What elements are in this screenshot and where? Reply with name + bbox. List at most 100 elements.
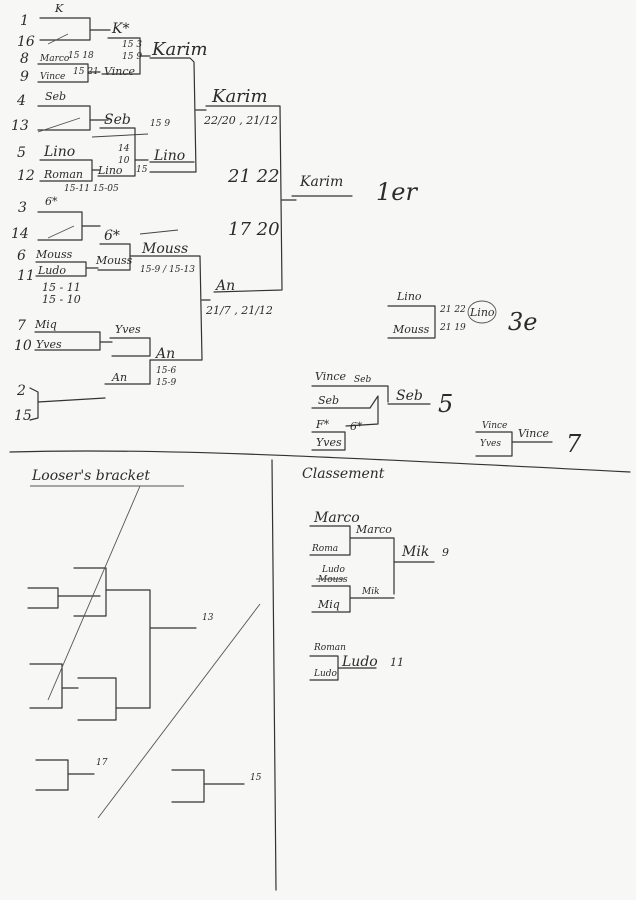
score: 15-6 <box>156 366 176 376</box>
score: 15 <box>136 165 148 175</box>
player-name: Seb <box>45 90 66 103</box>
score: 15 3 <box>122 40 142 50</box>
seed-label: 8 <box>20 51 29 67</box>
bracket-connector <box>134 159 195 163</box>
player-name: An <box>214 278 235 294</box>
player-name: Lino <box>153 148 185 164</box>
match-bracket <box>311 585 351 613</box>
score: 14 <box>118 144 130 154</box>
score: 15-9 <box>156 378 176 388</box>
match-bracket <box>205 105 283 293</box>
winner-name: Lino <box>469 306 495 319</box>
score: 22/20 , 21/12 <box>203 114 278 127</box>
winner-name: Mik <box>401 544 429 560</box>
match-bracket <box>475 431 513 457</box>
match-bracket <box>35 759 69 791</box>
bracket-connector <box>37 397 106 403</box>
seed-label: 7 <box>17 318 26 334</box>
player-name: Vince <box>104 65 136 78</box>
player-name: An <box>111 371 127 384</box>
player-name: Mouss <box>317 575 348 585</box>
match-bracket <box>387 305 436 339</box>
player-name: K <box>54 2 64 15</box>
match-bracket <box>39 17 91 41</box>
score: 21/7 , 21/12 <box>205 304 273 317</box>
horizontal-divider <box>9 450 631 473</box>
player-name: Vince <box>482 421 507 431</box>
score: 21 19 <box>439 323 466 333</box>
bracket-label: 13 <box>202 613 214 623</box>
player-name: Yves <box>36 338 62 351</box>
cross-out-stroke <box>97 603 261 819</box>
bracket-label: 17 <box>96 758 108 768</box>
player-name: F* <box>315 418 330 431</box>
player-name: Miq <box>34 318 57 331</box>
bye-slash <box>47 225 75 239</box>
player-name: Yves <box>115 323 141 336</box>
match-bracket <box>129 255 203 361</box>
match-bracket <box>309 525 351 556</box>
player-name: Karim <box>151 39 208 60</box>
player-name: Mouss <box>95 254 133 267</box>
seed-label: 6 <box>17 248 26 264</box>
score: 15 9 <box>122 52 142 62</box>
score: 21 22 <box>227 166 280 187</box>
score: 15 - 11 <box>42 281 81 294</box>
winner-name: Ludo <box>341 654 378 670</box>
seventh-place-match: Vince Yves Vince 7 <box>475 421 582 458</box>
score: 15-9 / 15-13 <box>140 265 195 275</box>
seed-label: 1 <box>20 13 29 29</box>
bracket-connector <box>349 537 395 595</box>
seed-label: 5 <box>17 145 26 161</box>
match-bracket <box>29 387 39 421</box>
player-name: Roman <box>43 168 83 181</box>
player-name: Miq <box>317 598 340 611</box>
match-bracket <box>171 769 205 803</box>
placement-label: 1er <box>376 178 418 206</box>
winner-name: Vince <box>518 427 550 440</box>
circled-winner <box>467 300 497 324</box>
section-title: Looser's bracket <box>31 468 150 484</box>
player-name: 6* <box>350 420 363 433</box>
strikethrough <box>91 133 149 138</box>
match-bracket <box>97 127 136 177</box>
player-name: Ludo <box>321 565 346 575</box>
match-bracket <box>37 211 83 241</box>
score: 15-11 15-05 <box>64 184 119 194</box>
player-name: 6* <box>45 195 58 208</box>
placement-label: 3e <box>508 308 537 336</box>
strikethrough <box>139 229 179 235</box>
semi-finals: Karim 22/20 , 21/12 21 22 17 20 An 21/7 … <box>203 86 297 317</box>
score: 15 18 <box>68 51 94 61</box>
score-scribble: 15 9 <box>150 119 170 129</box>
player-name: Ludo <box>37 264 66 277</box>
winner-name: Mik <box>361 587 380 597</box>
score: 21 22 <box>439 305 466 315</box>
cross-out-stroke <box>47 485 141 701</box>
placement-label: 9 <box>442 546 449 559</box>
seed-label: 4 <box>16 93 26 109</box>
player-name: Vince <box>40 72 65 82</box>
round-1: K Marco 15 18 Vince 15 21 Seb Lino Roman… <box>29 2 119 421</box>
match-bracket <box>311 395 379 427</box>
fifth-place-match: Vince Seb Seb 6* F* Yves Seb 5 <box>311 370 453 451</box>
player-name: Lino <box>97 164 123 177</box>
seed-label: 12 <box>17 168 35 184</box>
player-name: Seb <box>104 112 131 128</box>
bye-slash <box>37 117 81 133</box>
match-bracket <box>311 385 389 403</box>
match-bracket <box>109 337 151 357</box>
match-bracket <box>61 677 117 721</box>
match-bracket <box>311 431 346 451</box>
match-bracket <box>104 359 151 385</box>
classement-section: Classement Marco Roma Marco Ludo Mouss M… <box>302 466 449 681</box>
winner-name: Seb <box>396 388 423 404</box>
seed-label: 14 <box>11 226 29 242</box>
third-place-match: Lino Mouss 21 22 21 19 Lino 3e <box>387 290 537 339</box>
player-name: Marco <box>39 54 70 64</box>
seed-label: 2 <box>16 383 26 399</box>
placement-label: 5 <box>438 390 453 418</box>
vertical-divider <box>271 459 277 891</box>
